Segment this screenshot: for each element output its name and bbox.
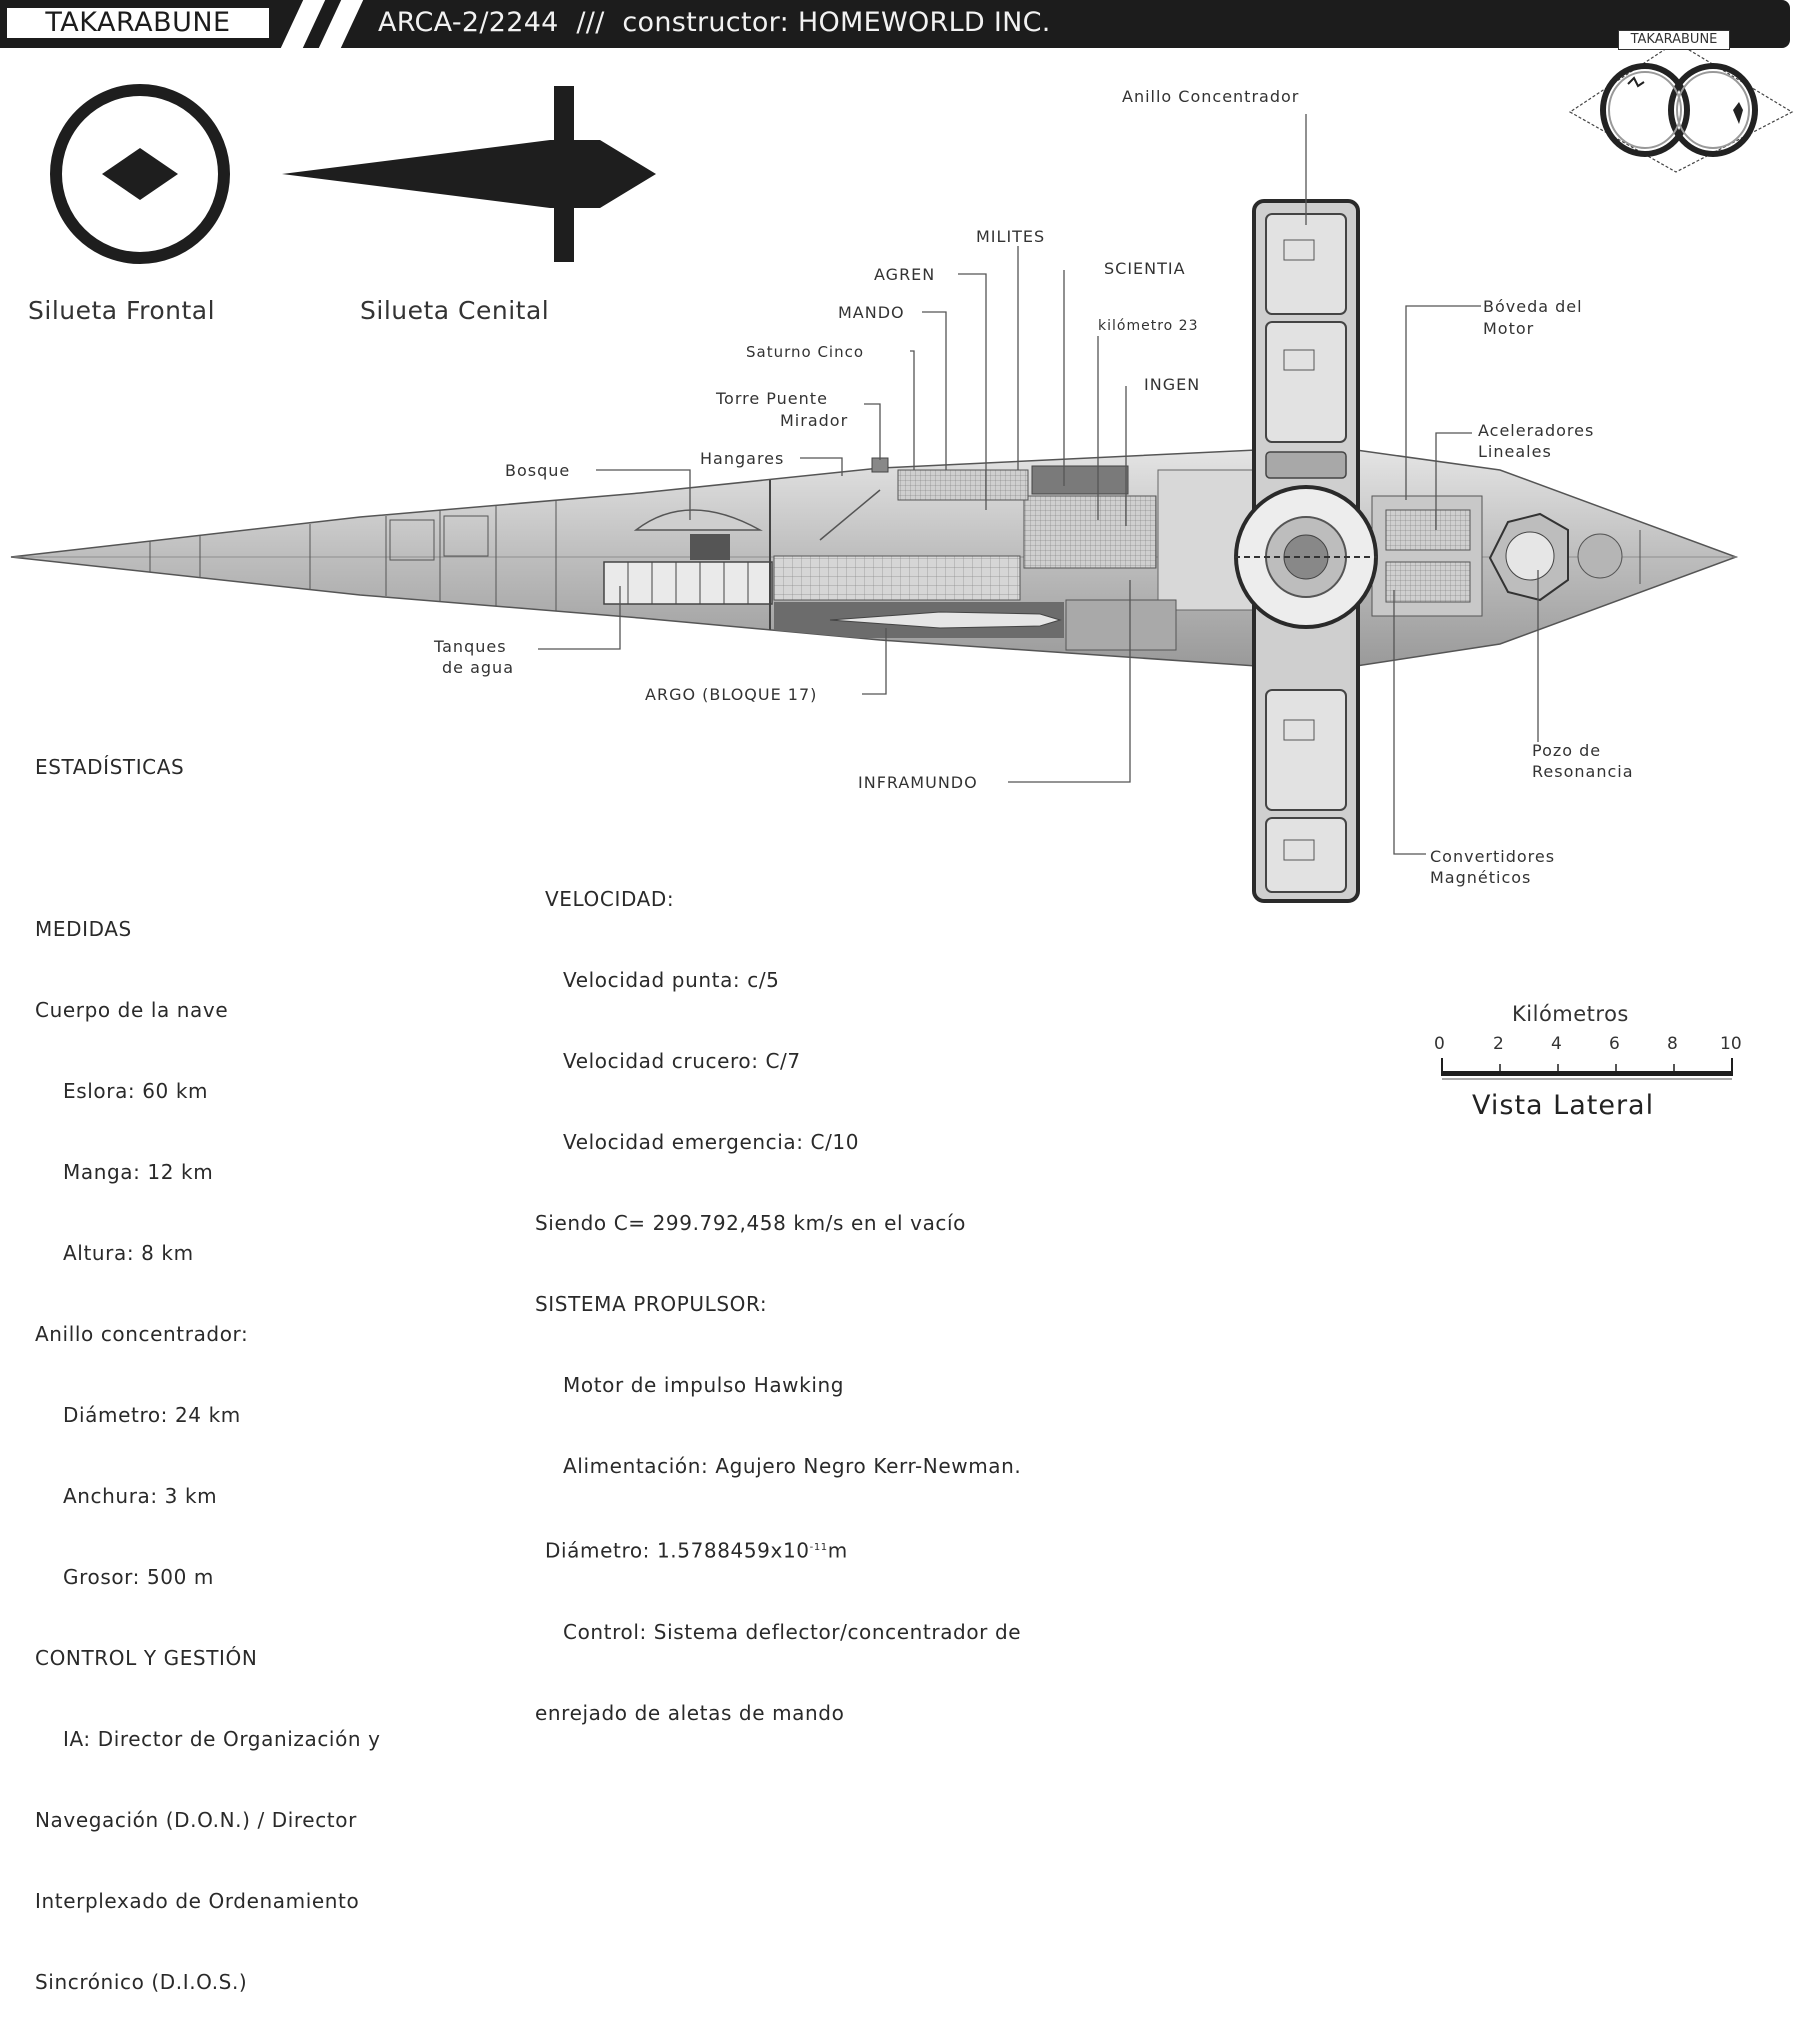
speed-punta: Velocidad punta: c/5	[563, 968, 780, 992]
stats-ia-line-3: Interplexado de Ordenamiento	[35, 1889, 360, 1913]
callout-scientia: SCIENTIA	[1104, 259, 1186, 278]
propulsion-heading: SISTEMA PROPULSOR:	[535, 1292, 768, 1316]
concentrator-ring	[1234, 199, 1378, 903]
ship-hull-cutaway	[10, 449, 1257, 667]
ship-aft-engine-section	[1355, 449, 1739, 667]
frontal-silhouette-label: Silueta Frontal	[28, 296, 216, 325]
scale-tick-0: 0	[1434, 1034, 1445, 1054]
stats-grosor: Grosor: 500 m	[63, 1565, 214, 1589]
water-tanks	[603, 561, 773, 605]
header-title: ARCA-2/2244 /// constructor: HOMEWORLD I…	[378, 7, 1051, 38]
propulsion-diametro-value: Diámetro: 1.5788459x10	[545, 1538, 810, 1563]
propulsion-diametro-exponent: -11	[809, 1542, 828, 1553]
propulsion-alimentacion: Alimentación: Agujero Negro Kerr-Newman.	[563, 1454, 1022, 1478]
cenital-silhouette-icon	[282, 86, 656, 262]
callout-mando: MANDO	[838, 303, 905, 322]
callout-agren: AGREN	[874, 265, 936, 284]
callout-anillo-concentrador: Anillo Concentrador	[1122, 87, 1300, 106]
stats-diametro: Diámetro: 24 km	[63, 1403, 241, 1427]
callout-torre-puente: Torre Puente	[716, 389, 828, 408]
stats-control-heading: CONTROL Y GESTIÓN	[35, 1646, 258, 1670]
callout-leader-lines	[538, 114, 1539, 855]
stats-ia-line-4: Sincrónico (D.I.O.S.)	[35, 1970, 248, 1994]
callout-aceleradores-lineales-2: Lineales	[1478, 442, 1552, 461]
logo-emblem-icon	[1568, 41, 1794, 173]
callout-milites: MILITES	[976, 227, 1046, 246]
propulsion-diametro: Diámetro: 1.5788459x10-11m	[535, 1534, 1021, 1565]
callout-convertidores-magneticos-2: Magnéticos	[1430, 868, 1532, 887]
scale-tick-4: 4	[1551, 1034, 1562, 1054]
view-label: Vista Lateral	[1472, 1090, 1655, 1121]
callout-saturno-cinco: Saturno Cinco	[746, 343, 865, 361]
diagram-canvas	[10, 41, 1794, 1080]
callout-kilometro-23: kilómetro 23	[1098, 318, 1199, 334]
propulsion-motor: Motor de impulso Hawking	[563, 1373, 845, 1397]
scale-tick-2: 2	[1493, 1034, 1504, 1054]
speed-crucero: Velocidad crucero: C/7	[563, 1049, 801, 1073]
speed-emergencia: Velocidad emergencia: C/10	[563, 1130, 860, 1154]
stats-eslora: Eslora: 60 km	[63, 1079, 209, 1103]
callout-convertidores-magneticos: Convertidores	[1430, 847, 1556, 866]
scale-tick-10: 10	[1720, 1034, 1742, 1054]
callout-boveda-motor: Bóveda del	[1483, 297, 1583, 316]
callout-tanques-agua-2: de agua	[442, 658, 514, 677]
stats-panel: ESTADÍSTICAS MEDIDAS Cuerpo de la nave E…	[35, 700, 381, 2023]
stats-anchura: Anchura: 3 km	[63, 1484, 218, 1508]
scale-bar	[1441, 1058, 1733, 1080]
stats-ia-line-1: IA: Director de Organización y	[63, 1727, 381, 1751]
scale-tick-8: 8	[1667, 1034, 1678, 1054]
propulsion-diametro-unit: m	[827, 1538, 848, 1563]
scale-title: Kilómetros	[1512, 1002, 1629, 1026]
stats-cuerpo-heading: Cuerpo de la nave	[35, 998, 229, 1022]
brand-name: TAKARABUNE	[4, 5, 272, 41]
frontal-silhouette-icon	[50, 84, 230, 264]
callout-torre-puente-mirador: Mirador	[780, 411, 849, 430]
stats-manga: Manga: 12 km	[63, 1160, 214, 1184]
callout-aceleradores-lineales: Aceleradores	[1478, 421, 1595, 440]
callout-tanques-agua: Tanques	[434, 637, 507, 656]
propulsion-control-line-2: enrejado de aletas de mando	[535, 1700, 845, 1725]
callout-pozo-resonancia: Pozo de	[1532, 741, 1602, 760]
stats-title: ESTADÍSTICAS	[35, 755, 185, 779]
stats-anillo-heading: Anillo concentrador:	[35, 1322, 249, 1346]
callout-ingen: INGEN	[1144, 375, 1201, 394]
speed-title: VELOCIDAD:	[545, 887, 675, 911]
stats-altura: Altura: 8 km	[63, 1241, 194, 1265]
stats-ia-line-2: Navegación (D.O.N.) / Director	[35, 1808, 357, 1832]
callout-boveda-motor-2: Motor	[1483, 319, 1535, 338]
callout-argo-bloque-17: ARGO (BLOQUE 17)	[645, 685, 818, 704]
speed-light-constant: Siendo C= 299.792,458 km/s en el vacío	[535, 1211, 967, 1235]
propulsion-control-line-1: Control: Sistema deflector/concentrador …	[563, 1619, 1022, 1644]
callout-bosque: Bosque	[505, 461, 571, 480]
callout-inframundo: INFRAMUNDO	[858, 773, 978, 792]
stats-medidas-heading: MEDIDAS	[35, 917, 132, 941]
speed-panel: VELOCIDAD: Velocidad punta: c/5 Velocida…	[535, 832, 1021, 1754]
callout-hangares: Hangares	[700, 449, 785, 468]
scale-tick-6: 6	[1609, 1034, 1620, 1054]
cenital-silhouette-label: Silueta Cenital	[360, 296, 550, 325]
logo-tag: TAKARABUNE	[1618, 30, 1730, 50]
callout-pozo-resonancia-2: Resonancia	[1532, 762, 1634, 781]
